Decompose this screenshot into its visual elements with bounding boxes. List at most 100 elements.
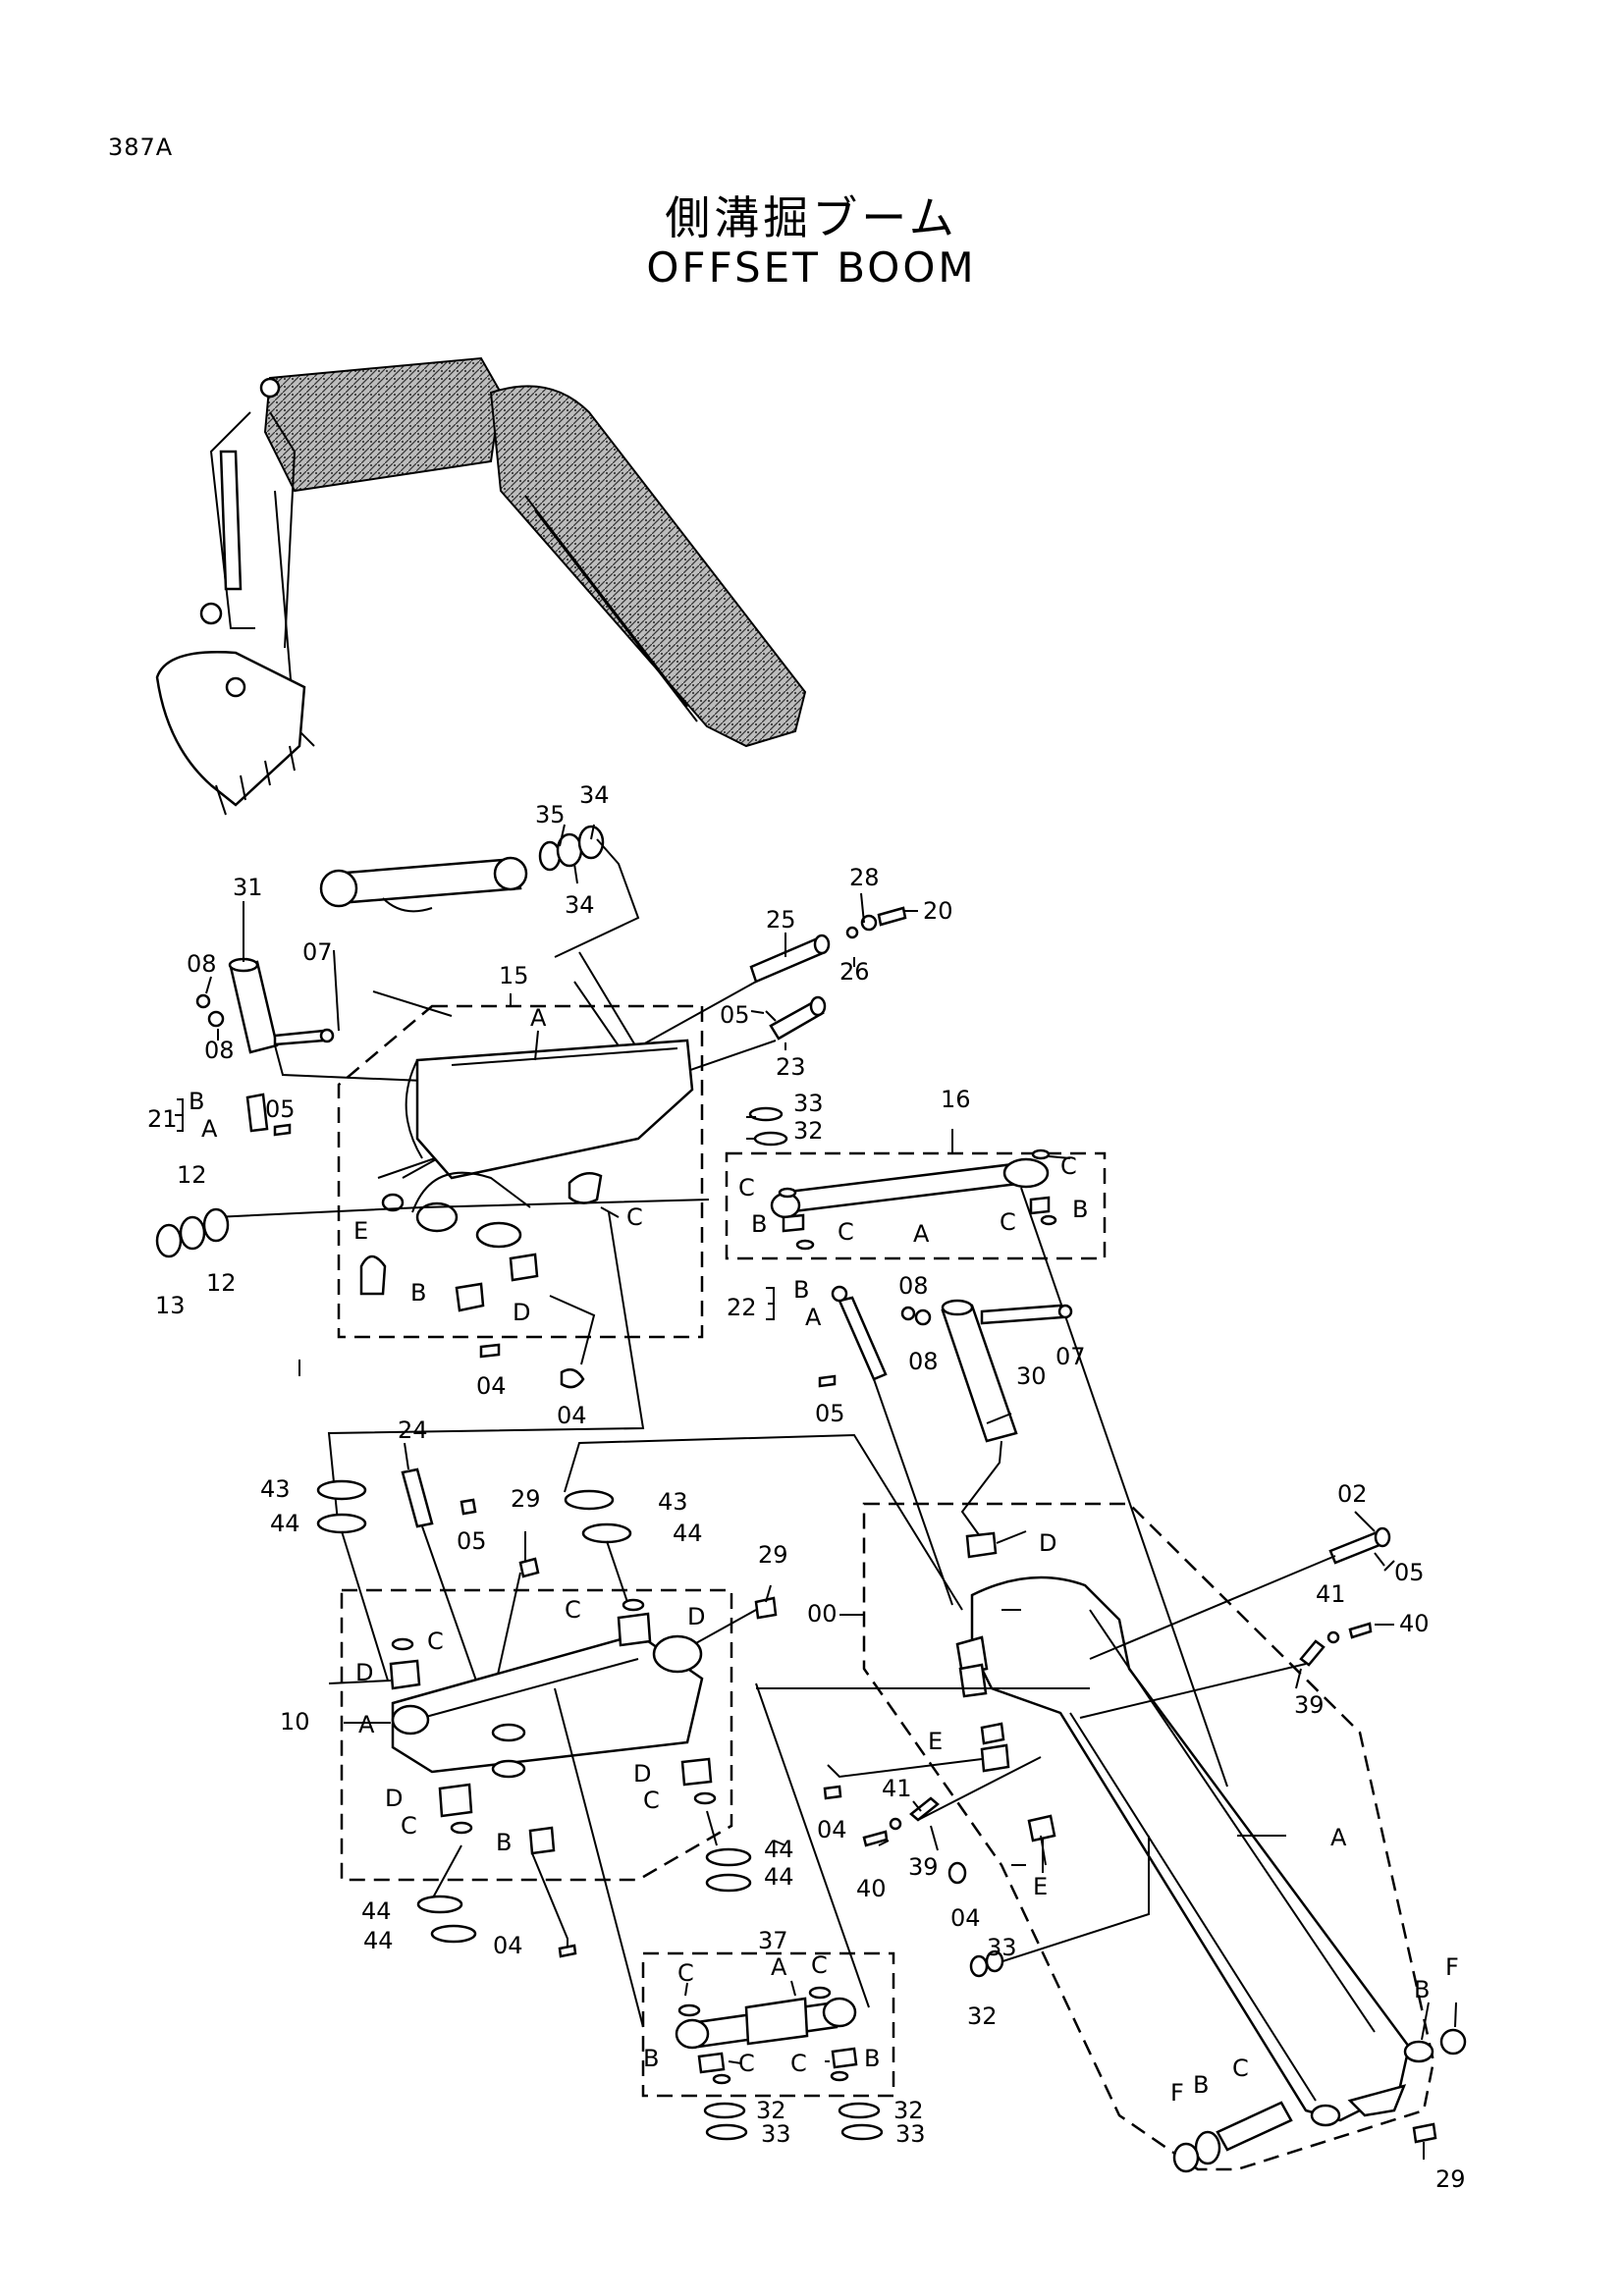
label-28: 28	[849, 864, 880, 891]
label-21: 21	[147, 1105, 178, 1133]
label-44-d: 44	[764, 1863, 794, 1891]
label-32-b: 32	[967, 2002, 998, 2030]
label-24: 24	[398, 1416, 428, 1444]
label-C-10-a: C	[565, 1596, 581, 1624]
pin-39	[1299, 1622, 1373, 1667]
label-16: 16	[941, 1086, 971, 1113]
label-04-b: 04	[557, 1402, 587, 1429]
label-23: 23	[776, 1053, 806, 1081]
label-04-a: 04	[476, 1372, 507, 1400]
assembly-box-15	[337, 1004, 704, 1339]
label-44-f: 44	[363, 1927, 394, 1954]
label-A-21: A	[201, 1115, 218, 1143]
label-C-10-b: C	[427, 1628, 444, 1655]
pin-22	[818, 1285, 888, 1388]
label-10: 10	[280, 1708, 310, 1735]
label-43-b: 43	[658, 1488, 688, 1516]
label-B-00-a: B	[1414, 1976, 1430, 2003]
pin-23	[765, 995, 827, 1041]
pin-39-lower	[862, 1796, 940, 1847]
label-43-a: 43	[260, 1475, 291, 1503]
label-31: 31	[233, 874, 263, 901]
label-30: 30	[1016, 1362, 1047, 1390]
label-12-b: 12	[206, 1269, 237, 1297]
label-05-e: 05	[1394, 1559, 1425, 1586]
label-B-16-a: B	[751, 1210, 767, 1238]
label-08-a: 08	[187, 950, 217, 978]
label-25: 25	[766, 906, 796, 934]
label-E-00-b: E	[1033, 1873, 1048, 1900]
label-41-b: 41	[882, 1775, 912, 1802]
title-english: OFFSET BOOM	[646, 243, 977, 292]
label-B-37-a: B	[643, 2045, 659, 2072]
label-32-c: 32	[756, 2097, 786, 2124]
label-07: 07	[302, 938, 333, 966]
assembly-box-10	[340, 1588, 733, 1882]
label-37: 37	[758, 1927, 788, 1954]
label-B-21: B	[189, 1088, 204, 1115]
pin-30	[900, 1299, 1073, 1443]
label-44-a: 44	[270, 1510, 300, 1537]
label-00: 00	[807, 1600, 838, 1628]
label-D-00: D	[1039, 1529, 1056, 1557]
label-05-a: 05	[720, 1001, 750, 1029]
upper-boom-15	[359, 1039, 694, 1359]
label-44-b: 44	[673, 1520, 703, 1547]
label-33-a: 33	[793, 1090, 824, 1117]
label-39-a: 39	[1294, 1691, 1325, 1719]
label-C-16-c: C	[838, 1218, 854, 1246]
label-A-15: A	[530, 1004, 547, 1032]
label-08-d: 08	[908, 1348, 939, 1375]
assembly-box-16	[725, 1151, 1107, 1260]
pin-25	[749, 906, 907, 984]
label-33-d: 33	[895, 2120, 926, 2148]
label-B-22: B	[793, 1276, 809, 1304]
label-41-a: 41	[1316, 1580, 1346, 1608]
label-05-b: 05	[265, 1095, 296, 1123]
label-C-00: C	[1232, 2055, 1249, 2082]
label-A-16: A	[913, 1220, 930, 1248]
pin-c-lower	[1172, 2101, 1293, 2173]
label-44-e: 44	[361, 1897, 392, 1925]
assembly-box-00	[862, 1502, 1435, 2171]
label-32-d: 32	[893, 2097, 924, 2124]
label-29-b: 29	[758, 1541, 788, 1569]
label-E-00-a: E	[928, 1728, 943, 1755]
bushing-d	[965, 1531, 998, 1559]
label-15: 15	[499, 962, 529, 989]
label-D-15: D	[513, 1299, 530, 1326]
label-05-d: 05	[457, 1527, 487, 1555]
label-40-b: 40	[856, 1875, 887, 1902]
label-20: 20	[923, 897, 953, 925]
label-05-c: 05	[815, 1400, 845, 1427]
label-B-15: B	[410, 1279, 426, 1307]
label-C-16-a: C	[738, 1174, 755, 1201]
callout-labels: 35 34 34 31 08 08 07 15 A 28 20 26 25 05…	[147, 781, 1466, 2193]
label-F-00-a: F	[1445, 1953, 1459, 1981]
label-44-c: 44	[764, 1836, 794, 1863]
label-12-a: 12	[177, 1161, 207, 1189]
washers-12-13	[155, 1207, 230, 1258]
label-34-top: 34	[579, 781, 610, 809]
label-C-37-d: C	[790, 2050, 807, 2077]
label-C-16-b: C	[1060, 1152, 1077, 1180]
label-C-37-a: C	[677, 1959, 694, 1987]
label-C-16-d: C	[1000, 1208, 1016, 1236]
label-C-37-b: C	[811, 1951, 828, 1979]
arm-cylinder	[319, 825, 605, 913]
label-32-a: 32	[793, 1117, 824, 1145]
label-E-15: E	[353, 1217, 368, 1245]
label-07-b: 07	[1055, 1343, 1086, 1370]
label-08-c: 08	[898, 1272, 929, 1300]
label-A-22: A	[805, 1304, 822, 1331]
main-boom-00	[955, 1575, 1467, 2127]
label-A-00: A	[1330, 1824, 1347, 1851]
label-C-10-c: C	[643, 1787, 660, 1814]
label-04-d: 04	[817, 1816, 847, 1843]
label-22: 22	[727, 1294, 757, 1321]
label-13: 13	[155, 1292, 186, 1319]
offset-cylinder-16	[770, 1148, 1057, 1251]
label-04-e: 04	[950, 1904, 981, 1932]
arm-link-10	[389, 1598, 717, 1855]
